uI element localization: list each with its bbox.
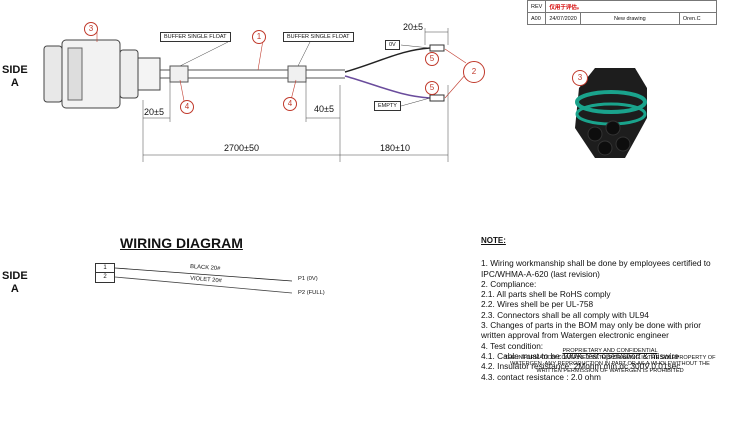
note-line: 2.2. Wires shell be per UL-758 <box>481 299 594 310</box>
note-line: 2.1. All parts shell be RoHS comply <box>481 289 611 300</box>
note-line: written approval from Watergen electroni… <box>481 330 669 341</box>
note-line: 3. Changes of parts in the BOM may only … <box>481 320 701 331</box>
dim-tail: 180±10 <box>380 143 410 153</box>
rev-date: 24/07/2020 <box>545 12 581 25</box>
side-letter: A <box>10 283 19 295</box>
notes-heading: NOTE: <box>481 236 506 245</box>
black-wire <box>344 47 431 73</box>
dim-left: 20±5 <box>144 107 164 117</box>
rev-code: A00 <box>526 12 547 25</box>
dim-length: 2700±50 <box>224 143 259 153</box>
note-line: 4.2. Insulator resistance: 2Mohm min,dc … <box>481 361 681 372</box>
proprietary-line: THE INFORMATION CONTAINED IN THIS DRAWIN… <box>504 354 716 361</box>
dim-top: 20±5 <box>403 22 423 32</box>
revision-table: REV 仅用于评估。 A00 24/07/2020 New drawing Or… <box>526 0 717 25</box>
violet-wire <box>344 75 431 99</box>
wire-label-empty: EMPTY <box>374 101 401 111</box>
wiring-diagram-title: WIRING DIAGRAM <box>120 235 243 251</box>
terminal-top <box>429 44 445 52</box>
balloon-connector: 3 <box>84 22 98 36</box>
note-line: 2. Compliance: <box>481 278 537 289</box>
proprietary-line: WRITTEN PERMISSION OF WATERGEN IS PROHIB… <box>536 367 684 374</box>
note-line: 4.3. contact resistance : 2.0 ohm <box>481 371 601 382</box>
balloon-photo: 3 <box>572 70 588 86</box>
balloon-buffer-right: 4 <box>283 97 297 111</box>
proprietary-title: PROPRIETARY AND CONFIDENTIAL <box>562 348 658 354</box>
dimension-lines <box>142 28 449 162</box>
side-label: SIDE <box>2 64 28 76</box>
side-a-label-top: SIDE A <box>2 64 28 90</box>
note-line: 4. Test condition: <box>481 340 544 351</box>
note-line: IPC/WHMA-A-620 (last revision) <box>481 268 600 279</box>
buffer-label-left: BUFFER SINGLE FLOAT <box>160 32 231 42</box>
proprietary-line: WATERGEN. ANY REPRODUCTION IN PART OR AS… <box>510 361 710 368</box>
balloon-terminal-top: 5 <box>425 52 439 66</box>
dim-right: 40±5 <box>314 104 334 114</box>
connector-drawing <box>43 39 161 109</box>
pin-2: 2 <box>95 272 115 283</box>
note-line: 2.3. Connectors shall be all comply with… <box>481 309 649 320</box>
balloon-terminal-bottom: 5 <box>425 81 439 95</box>
balloon-cable: 1 <box>252 30 266 44</box>
terminal-bottom <box>429 94 445 102</box>
side-letter: A <box>10 77 19 89</box>
cable-body <box>160 65 345 83</box>
proprietary-notice: PROPRIETARY AND CONFIDENTIAL THE INFORMA… <box>481 348 739 374</box>
wiring-lines <box>114 267 293 294</box>
side-label: SIDE <box>2 270 28 282</box>
wire1-end: P1 (0V) <box>298 276 318 282</box>
notes-block: NOTE: 1. Wiring workmanship shall be don… <box>481 236 739 382</box>
balloon-wire-end: 2 <box>463 61 485 83</box>
note-line: 4.1. Cable must to be 100% test open/sho… <box>481 350 679 361</box>
side-a-label-wiring: SIDE A <box>2 270 28 296</box>
buffer-label-right: BUFFER SINGLE FLOAT <box>283 32 354 42</box>
note-line: 1. Wiring workmanship shall be done by e… <box>481 258 711 269</box>
connector-photo <box>575 68 647 158</box>
wire2-end: P2 (FULL) <box>298 290 325 296</box>
rev-author: Oren.C <box>678 12 717 25</box>
wire-label-0v: 0V <box>385 40 400 50</box>
balloon-buffer-left: 4 <box>180 100 194 114</box>
